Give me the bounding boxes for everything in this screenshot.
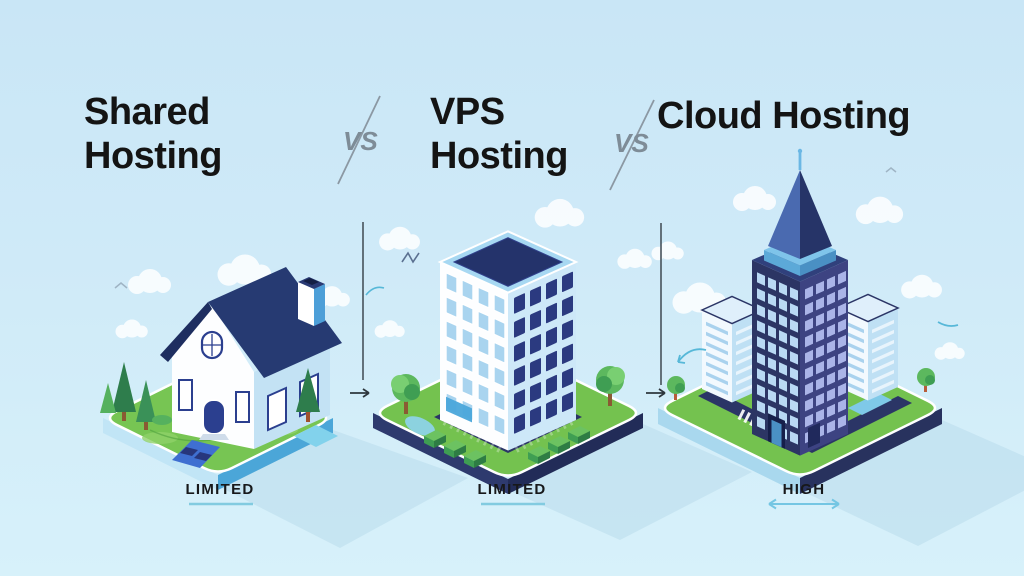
shared-hosting-illustration (100, 267, 468, 548)
title-line: Hosting (84, 135, 222, 177)
flat-roof (437, 230, 579, 294)
title-line: VPS (430, 91, 505, 133)
bird-accents (114, 167, 897, 289)
front-path (172, 440, 220, 468)
left-face (752, 260, 800, 456)
cloud-scalability-label: HIGH (782, 481, 826, 498)
spire (768, 148, 832, 259)
left-trees (100, 362, 172, 430)
side-window-1 (267, 386, 287, 432)
front-door (199, 399, 229, 440)
vs-label: VS (343, 126, 378, 156)
left-tree (667, 376, 685, 400)
cloud-hosting-illustration (658, 148, 1024, 546)
gable-wall (172, 305, 254, 449)
arch-window (200, 330, 224, 360)
office-building-icon (437, 230, 579, 451)
title-line: Cloud Hosting (657, 95, 911, 137)
chimney (298, 277, 325, 326)
right-tree (296, 368, 320, 422)
title-line: Hosting (430, 135, 568, 177)
vps-hosting-illustration (365, 230, 752, 540)
skyscraper-icon (752, 148, 848, 456)
side-walkway (294, 425, 338, 447)
house-icon (160, 267, 342, 449)
roof-main (208, 267, 342, 378)
pond (405, 416, 435, 436)
roof-left-band (160, 302, 212, 362)
sketch-accents (365, 251, 420, 296)
right-face (508, 262, 576, 451)
front-window-left (178, 379, 193, 411)
vps-hosting-title: VPS Hosting (430, 90, 568, 178)
front-window-right (235, 391, 250, 423)
left-tree (391, 374, 420, 414)
right-face (800, 260, 848, 456)
left-face (440, 262, 508, 451)
vs-label: VS (614, 128, 649, 158)
shared-hosting-title: Shared Hosting (84, 90, 222, 178)
island-shadow (508, 424, 752, 540)
right-tree (596, 366, 625, 406)
island-shadow (800, 420, 1024, 546)
island-shadow (218, 430, 468, 548)
right-tree (917, 368, 935, 392)
title-line: Shared (84, 91, 210, 133)
step-arrow-2 (646, 388, 666, 398)
vps-scalability-label: LIMITED (477, 481, 547, 498)
shared-scalability-label: LIMITED (185, 481, 255, 498)
step-arrow-1 (350, 388, 370, 398)
cloud-hosting-title: Cloud Hosting (657, 94, 911, 138)
high-range-arrow (768, 498, 840, 510)
sketch-accents (677, 321, 959, 364)
vs-divider-2: VS (609, 99, 655, 191)
vs-divider-1: VS (337, 95, 381, 185)
